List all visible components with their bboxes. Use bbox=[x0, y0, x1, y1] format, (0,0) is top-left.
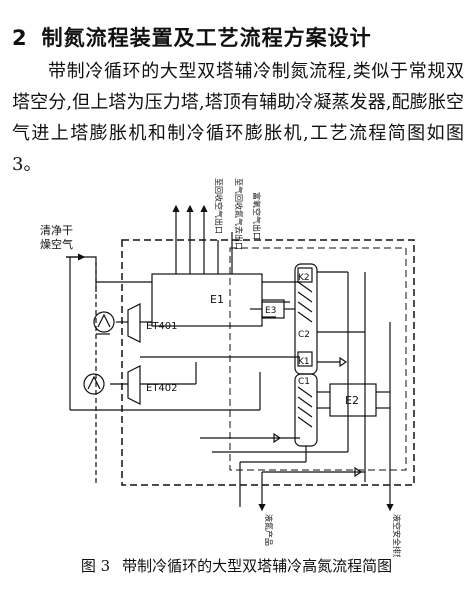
top-stream-label-1: 至回收空气出口 bbox=[214, 178, 224, 234]
c2-label: C2 bbox=[298, 330, 310, 340]
c1-label: C1 bbox=[298, 377, 310, 387]
caption-number: 图 3 bbox=[80, 557, 111, 575]
booster-pump-2 bbox=[83, 373, 105, 395]
caption-text: 带制冷循环的大型双塔辅冷高氮流程简图 bbox=[122, 557, 393, 575]
cold-box-boundary bbox=[121, 239, 415, 486]
heat-exchanger-e2 bbox=[329, 383, 377, 417]
bottom-stream-label-left: 液氮产品 bbox=[264, 514, 274, 546]
e1-label: E1 bbox=[210, 293, 224, 306]
e3-label: E3 bbox=[265, 306, 276, 316]
expander-et402 bbox=[127, 365, 141, 405]
section-title: 制氮流程装置及工艺流程方案设计 bbox=[41, 26, 372, 50]
et401-label: ET401 bbox=[146, 321, 178, 332]
top-stream-label-3: 富氧空气出口 bbox=[252, 192, 262, 240]
inlet-label-line1: 清净干 bbox=[40, 223, 73, 237]
process-flow-figure: 清净干 燥空气 E1 E2 E3 K2 K1 C2 C1 ET401 ET402… bbox=[0, 172, 473, 557]
et402-label: ET402 bbox=[146, 383, 178, 394]
top-stream-label-2: 至气回收氮气去出口 bbox=[234, 178, 244, 250]
column-box-boundary bbox=[229, 247, 407, 471]
inlet-label-line2: 燥空气 bbox=[40, 237, 73, 251]
section-number: 2 bbox=[12, 26, 28, 50]
k1-label: K1 bbox=[298, 357, 310, 367]
body-paragraph-block: 带制冷循环的大型双塔辅冷制氮流程,类似于常规双塔空分,但上塔为压力塔,塔顶有辅助… bbox=[12, 56, 464, 180]
expander-et401 bbox=[127, 303, 141, 343]
e2-label: E2 bbox=[345, 394, 359, 407]
section-heading: 2 制氮流程装置及工艺流程方案设计 bbox=[12, 22, 372, 52]
body-paragraph: 带制冷循环的大型双塔辅冷制氮流程,类似于常规双塔空分,但上塔为压力塔,塔顶有辅助… bbox=[12, 61, 464, 175]
process-flow-diagram: 清净干 燥空气 E1 E2 E3 K2 K1 C2 C1 ET401 ET402… bbox=[40, 178, 415, 557]
k2-label: K2 bbox=[298, 273, 310, 283]
heat-exchanger-e1 bbox=[151, 273, 263, 327]
figure-caption: 图 3 带制冷循环的大型双塔辅冷高氮流程简图 bbox=[0, 555, 473, 576]
booster-pump-1 bbox=[93, 311, 115, 333]
bottom-stream-label-right: 液空安全排放 bbox=[392, 514, 402, 557]
